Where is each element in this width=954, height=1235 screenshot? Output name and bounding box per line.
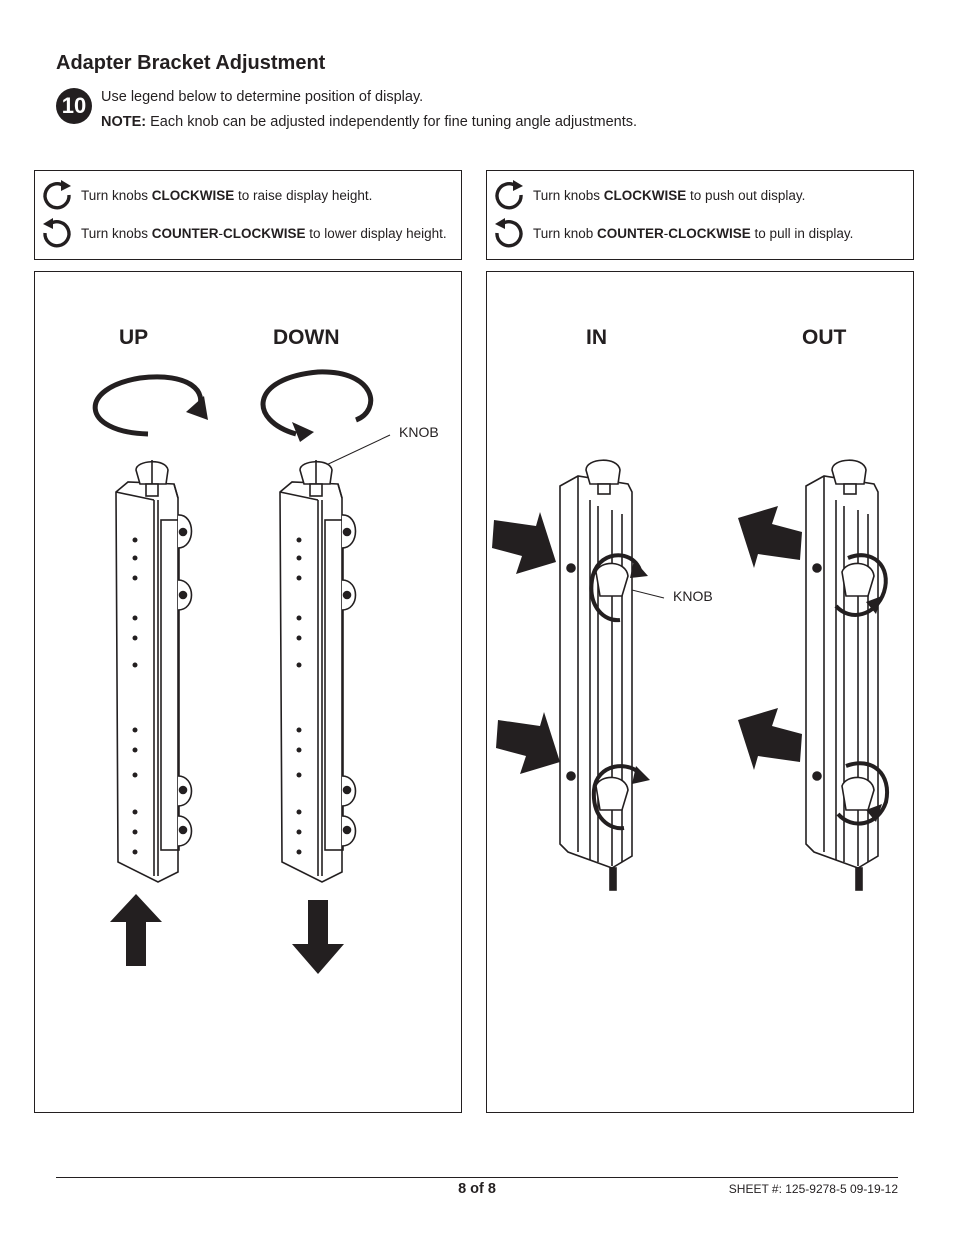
height-adjust-panel [34,271,462,1113]
push-in-arrow-icon-top [492,512,556,574]
legend-height-box: Turn knobs CLOCKWISE to raise display he… [34,170,462,260]
page-title: Adapter Bracket Adjustment [56,52,326,74]
legend-depth-cw-text: Turn knobs CLOCKWISE to push out display… [533,187,806,203]
note-text: Each knob can be adjusted independently … [146,114,638,130]
clockwise-arrow-icon [495,180,523,210]
clockwise-arrow-icon [43,180,71,210]
knob-rotation-out [834,553,890,826]
pull-out-arrow-icon-top [738,506,802,568]
rotation-arrow-cw-icon [92,374,208,437]
page-number: 8 of 8 [458,1181,496,1197]
legend-depth-ccw-row: Turn knob COUNTER-CLOCKWISE to pull in d… [491,215,853,251]
counterclockwise-arrow-icon [495,218,523,248]
up-arrow-icon [110,894,162,966]
legend-height-ccw-text: Turn knobs COUNTER-CLOCKWISE to lower di… [81,225,447,241]
bracket-left-holes [132,537,138,855]
legend-height-ccw-row: Turn knobs COUNTER-CLOCKWISE to lower di… [39,215,447,251]
legend-depth-cw-row: Turn knobs CLOCKWISE to push out display… [491,177,805,213]
legend-depth-ccw-text: Turn knob COUNTER-CLOCKWISE to pull in d… [533,225,854,241]
note-line: NOTE: Each knob can be adjusted independ… [101,114,637,130]
up-label: UP [119,326,149,349]
out-label: OUT [802,326,847,349]
note-label: NOTE: [101,114,147,130]
push-in-arrow-icon-bottom [496,712,560,774]
bracket-in-illustration [559,459,633,891]
pull-out-arrow-icon-bottom [738,708,802,770]
bracket-left-illustration [115,460,193,883]
bracket-out-illustration [805,459,879,891]
knob-callout-label-depth: KNOB [673,588,713,604]
counterclockwise-arrow-icon [43,218,71,248]
in-label: IN [586,326,607,349]
bracket-right-illustration [279,460,357,883]
knob-callout-label: KNOB [399,424,439,440]
down-label: DOWN [273,326,340,349]
rotation-arrow-ccw-icon [260,369,374,442]
legend-depth-box: Turn knobs CLOCKWISE to push out display… [486,170,914,260]
knob-rotation-in [589,553,646,831]
footer-rule [56,1177,898,1178]
step-number-badge: 10 [56,88,92,124]
sheet-number: SHEET #: 125-9278-5 09-19-12 [728,1182,898,1196]
down-arrow-icon [292,900,344,974]
legend-height-cw-row: Turn knobs CLOCKWISE to raise display he… [39,177,372,213]
instruction-text: Use legend below to determine position o… [101,89,424,105]
bracket-right-holes [296,537,302,855]
legend-height-cw-text: Turn knobs CLOCKWISE to raise display he… [81,187,373,203]
